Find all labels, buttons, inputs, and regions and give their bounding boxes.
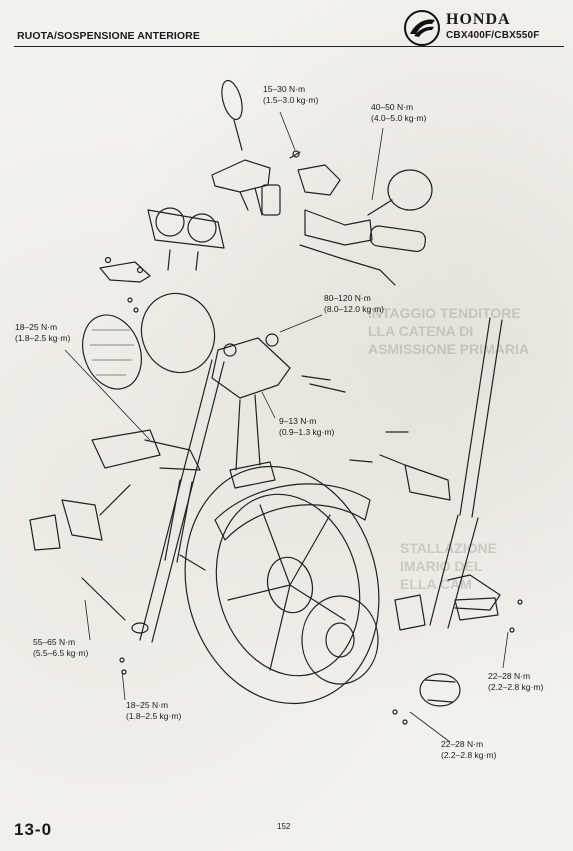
top-bridge bbox=[211, 333, 291, 489]
torque-callout-mirror: 40–50 N·m (4.0–5.0 kg·m) bbox=[371, 102, 426, 123]
bleed-through-text: IMARIO DEL bbox=[400, 558, 483, 574]
torque-value: 15–30 N·m bbox=[263, 84, 306, 94]
torque-value-kgm: (5.5–6.5 kg·m) bbox=[33, 647, 89, 658]
headlight-bracket bbox=[99, 256, 151, 283]
torque-value: 80–120 N·m bbox=[324, 293, 371, 303]
torque-value: 18–25 N·m bbox=[126, 700, 169, 710]
brand-model: CBX400F/CBX550F bbox=[446, 30, 540, 41]
torque-callout-stem-nut: 80–120 N·m (8.0–12.0 kg·m) bbox=[324, 293, 384, 314]
torque-value-kgm: (0.9–1.3 kg·m) bbox=[279, 426, 335, 437]
right-mirror bbox=[367, 169, 433, 216]
right-handlebar-assembly bbox=[297, 164, 427, 286]
torque-callout-fork-pinch-upper: 18–25 N·m (1.8–2.5 kg·m) bbox=[15, 322, 70, 343]
torque-callout-axle-nut: 55–65 N·m (5.5–6.5 kg·m) bbox=[33, 637, 88, 658]
headlight-mount bbox=[91, 429, 201, 471]
header-rule bbox=[14, 46, 564, 47]
bleed-through-text: ASMISSIONE PRIMARIA bbox=[368, 341, 530, 357]
bleed-through-text: LLA CATENA DI bbox=[368, 323, 474, 339]
torque-value-kgm: (1.5–3.0 kg·m) bbox=[263, 94, 319, 105]
speedometer-gearbox bbox=[419, 673, 461, 707]
torque-callout-fork-bottom: 22–28 N·m (2.2–2.8 kg·m) bbox=[441, 739, 496, 760]
bleed-through-text: INTAGGIO TENDITORE bbox=[368, 305, 521, 321]
torque-value: 40–50 N·m bbox=[371, 102, 414, 112]
torque-value: 18–25 N·m bbox=[15, 322, 58, 332]
torque-value: 9–13 N·m bbox=[279, 416, 317, 426]
bleed-through-text: STALLAZIONE bbox=[400, 540, 497, 556]
torque-value-kgm: (1.8–2.5 kg·m) bbox=[15, 332, 71, 343]
bleed-through-text: ELLA CAM bbox=[400, 576, 472, 592]
section-page-number: 13-0 bbox=[14, 820, 53, 839]
instrument-cluster bbox=[147, 207, 225, 271]
torque-value-kgm: (8.0–12.0 kg·m) bbox=[324, 303, 384, 314]
brake-caliper bbox=[394, 594, 499, 631]
left-fork-leg bbox=[131, 359, 225, 643]
torque-callout-handlebar-switch: 15–30 N·m (1.5–3.0 kg·m) bbox=[263, 84, 318, 105]
fasteners bbox=[119, 297, 523, 725]
turn-signal-left bbox=[29, 484, 131, 551]
left-handlebar-assembly bbox=[211, 150, 301, 216]
torque-callout-axle-pinch: 18–25 N·m (1.8–2.5 kg·m) bbox=[126, 700, 181, 721]
torque-value-kgm: (2.2–2.8 kg·m) bbox=[488, 681, 544, 692]
torque-value-kgm: (2.2–2.8 kg·m) bbox=[441, 749, 497, 760]
torque-value: 22–28 N·m bbox=[441, 739, 484, 749]
right-fork-leg bbox=[429, 317, 503, 629]
page-title: RUOTA/SOSPENSIONE ANTERIORE bbox=[17, 30, 200, 42]
brand-name: HONDA bbox=[446, 11, 511, 28]
brand-block: HONDA CBX400F/CBX550F bbox=[402, 8, 567, 48]
torque-value-kgm: (4.0–5.0 kg·m) bbox=[371, 112, 427, 123]
front-axle bbox=[81, 554, 206, 621]
honda-wing-logo-icon bbox=[404, 10, 440, 46]
headlight bbox=[82, 292, 216, 390]
left-mirror bbox=[221, 79, 243, 151]
torque-callout-caliper-bolt: 22–28 N·m (2.2–2.8 kg·m) bbox=[488, 671, 543, 692]
torque-value: 22–28 N·m bbox=[488, 671, 531, 681]
torque-value-kgm: (1.8–2.5 kg·m) bbox=[126, 710, 182, 721]
sheet-index: 152 bbox=[277, 822, 291, 831]
torque-callout-handlebar-bolt: 9–13 N·m (0.9–1.3 kg·m) bbox=[279, 416, 334, 437]
front-fender bbox=[214, 483, 371, 541]
front-wheel bbox=[184, 465, 380, 705]
turn-signal-right bbox=[379, 454, 451, 501]
callout-leaders bbox=[64, 111, 509, 743]
brake-disc bbox=[301, 595, 379, 685]
torque-value: 55–65 N·m bbox=[33, 637, 76, 647]
